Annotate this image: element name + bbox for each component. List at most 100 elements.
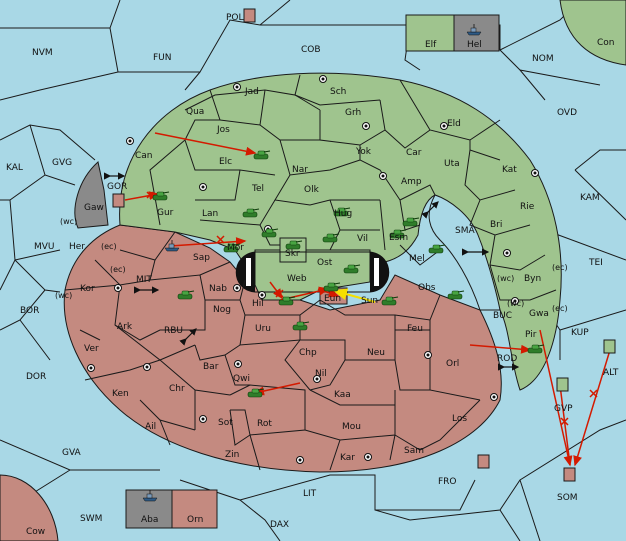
sea-label-buc: BUC: [493, 311, 512, 321]
retreat-arrow: [333, 288, 376, 303]
label-ark: Ark: [117, 322, 133, 332]
supply-center: [199, 415, 207, 423]
label-esm: Esm: [389, 233, 408, 243]
label-qwi: Qwi: [233, 374, 250, 384]
supply-center: [258, 291, 266, 299]
north-labels: Jad Sch Qua Jos Grh Eld Can Elc Nar Yok …: [84, 40, 568, 340]
sea-label-nvm: NVM: [32, 48, 53, 58]
label-olk: Olk: [304, 185, 320, 195]
south-labels: Her (ec) (ec) (wc) Sap Mor Kor Nab Obs H…: [55, 242, 467, 525]
label-sam: Sam: [404, 446, 424, 456]
label-tel: Tel: [251, 184, 264, 194]
sea-label-ovd: OVD: [557, 108, 577, 118]
label-hel: Hel: [467, 40, 482, 50]
label-mou: Mou: [342, 422, 361, 432]
label-vil: Vil: [357, 234, 368, 244]
label-aba: Aba: [141, 515, 158, 525]
label-chp: Chp: [299, 348, 317, 358]
land-gaw[interactable]: [74, 161, 109, 229]
label-her: Her: [69, 242, 85, 252]
label-web: Web: [287, 274, 307, 284]
supply-center: [364, 453, 372, 461]
label-yok: Yok: [355, 147, 372, 157]
label-feu: Feu: [407, 324, 423, 334]
empire-markers: [112, 8, 616, 482]
order-arrows: [124, 132, 611, 467]
sea-label-lit: LIT: [303, 489, 317, 499]
label-byn-ec: (ec): [552, 263, 568, 272]
supply-center: [126, 137, 134, 145]
supply-center: [440, 122, 448, 130]
label-sap: Sap: [193, 253, 210, 263]
label-orn: Orn: [187, 515, 203, 525]
sea-label-sma: SMA: [455, 226, 475, 236]
supply-center: [233, 83, 241, 91]
label-amp: Amp: [401, 177, 422, 187]
canal-arrows: [104, 172, 520, 371]
supply-centers: [87, 75, 539, 464]
land-orn[interactable]: [171, 489, 218, 529]
label-byn-wc: (wc): [497, 274, 514, 283]
land-hel[interactable]: [453, 14, 500, 52]
label-kaa: Kaa: [334, 390, 351, 400]
label-hil: Hil: [252, 299, 264, 309]
sea-label-dax: DAX: [270, 520, 289, 530]
label-uta: Uta: [444, 159, 460, 169]
supply-center: [319, 75, 327, 83]
sea-label-wc-1: (wc): [60, 217, 77, 226]
supply-center: [531, 169, 539, 177]
sea-label-kup: KUP: [571, 328, 589, 338]
sea-label-som: SOM: [557, 493, 578, 503]
sea-label-cob: COB: [301, 45, 321, 55]
south-borders: [64, 231, 481, 471]
label-her-ec: (ec): [101, 242, 117, 251]
sea-label-tei: TEI: [588, 258, 603, 268]
label-bri: Bri: [490, 220, 502, 230]
label-lan: Lan: [202, 209, 218, 219]
supply-center: [362, 122, 370, 130]
neutral-labels: Hel Aba: [141, 40, 482, 525]
sea-label-rod: ROD: [497, 354, 517, 364]
supply-center: [313, 375, 321, 383]
supply-center: [234, 360, 242, 368]
south-landmass[interactable]: [63, 224, 502, 473]
failed-order-marks: [146, 191, 598, 426]
sea-label-nom: NOM: [532, 54, 554, 64]
supply-center: [511, 297, 519, 305]
sea-label-gva: GVA: [62, 448, 82, 458]
sea-label-pol: POL: [226, 13, 244, 23]
label-kat: Kat: [502, 165, 517, 175]
label-ver: Ver: [84, 344, 99, 354]
label-gaw: Gaw: [84, 203, 104, 213]
label-gwa: Gwa: [529, 309, 549, 319]
supply-center: [114, 284, 122, 292]
label-sot: Sot: [218, 418, 233, 428]
label-nil: Nil: [315, 369, 327, 379]
label-uru: Uru: [255, 324, 271, 334]
supply-center: [233, 284, 241, 292]
label-neu: Neu: [367, 348, 385, 358]
label-rot: Rot: [257, 419, 272, 429]
label-jos: Jos: [216, 125, 230, 135]
label-mor: Mor: [227, 243, 244, 253]
sea-label-gvg: GVG: [52, 158, 72, 168]
label-car: Car: [406, 148, 422, 158]
label-los: Los: [452, 414, 467, 424]
sea-label-kal: KAL: [6, 163, 23, 173]
label-sch: Sch: [330, 87, 346, 97]
label-elf: Elf: [425, 40, 437, 50]
supply-center: [379, 172, 387, 180]
label-kor-wc: (wc): [55, 291, 72, 300]
sea-label-fun: FUN: [153, 53, 172, 63]
land-elf[interactable]: [405, 14, 455, 52]
sea-label-mit: MIT: [136, 275, 152, 285]
sea-label-dor: DOR: [26, 372, 46, 382]
supply-center: [87, 364, 95, 372]
label-skr: Skr: [285, 249, 300, 259]
label-nog: Nog: [213, 305, 231, 315]
label-gwa-ec: (ec): [552, 304, 568, 313]
sea-label-kam: KAM: [580, 193, 600, 203]
label-zin: Zin: [225, 450, 239, 460]
supply-center: [490, 393, 498, 401]
